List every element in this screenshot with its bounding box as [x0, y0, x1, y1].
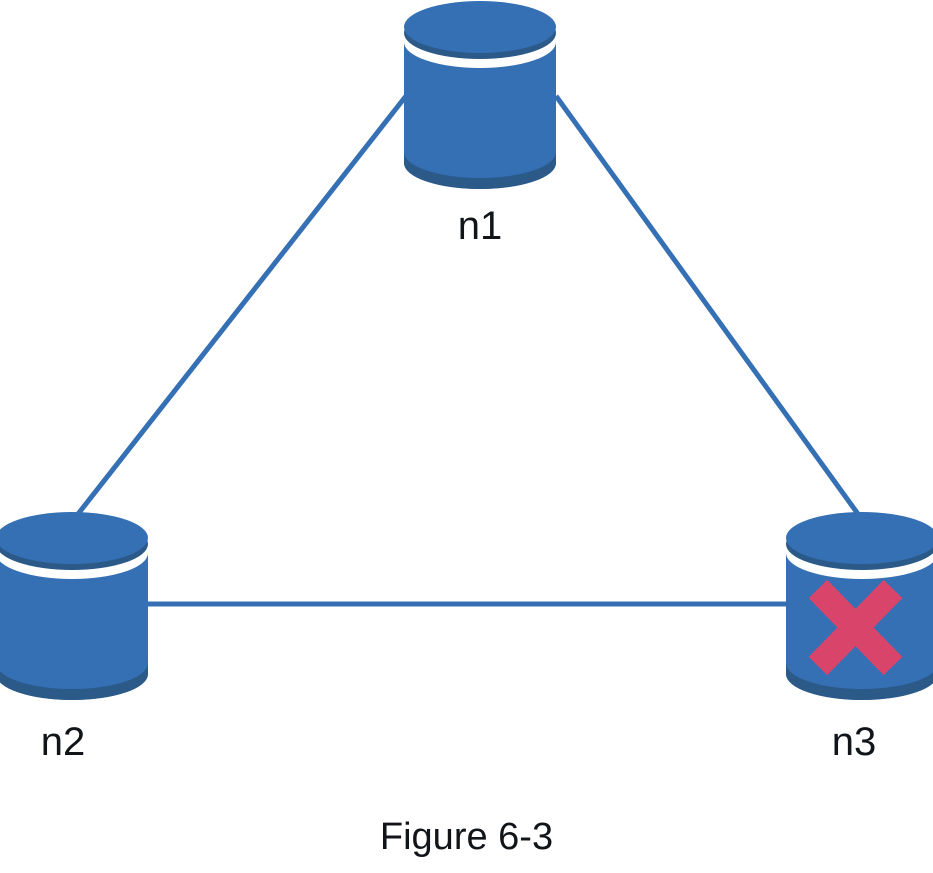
database-cylinder-icon — [404, 1, 556, 189]
node-label-n2: n2 — [40, 720, 86, 764]
node-n1[interactable] — [404, 1, 556, 189]
node-n2[interactable] — [0, 512, 148, 700]
edge-n1-n2[interactable] — [76, 94, 408, 516]
node-label-n1: n1 — [457, 204, 503, 248]
node-n3[interactable] — [786, 512, 933, 700]
database-cylinder-icon — [0, 512, 148, 700]
figure-caption: Figure 6-3 — [379, 816, 554, 858]
node-label-n3: n3 — [831, 720, 877, 764]
red-x-icon — [808, 579, 903, 676]
edge-group — [76, 94, 861, 607]
edge-n1-n3[interactable] — [553, 94, 861, 516]
